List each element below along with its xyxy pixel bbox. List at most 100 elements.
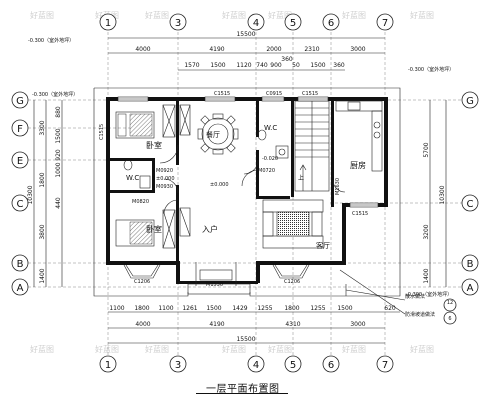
room-wc-1: W.C: [126, 174, 139, 182]
dimension: 3200: [423, 224, 430, 239]
callout-ref: 6: [448, 316, 451, 322]
wardrobes: [162, 104, 191, 249]
opening-labels: C1515 C1515 C0915 C1515 C1515 M0920 M093…: [99, 91, 368, 288]
watermark: 好蓝图: [268, 10, 292, 20]
axis-label: A: [467, 283, 474, 294]
dimension: 50: [292, 62, 300, 69]
axis-markers-left: G F E C B A: [11, 91, 29, 296]
level-note: -0.300（室外地坪）: [28, 37, 74, 44]
room-wc-2: W.C: [264, 124, 277, 132]
dimension: 1570: [184, 62, 199, 69]
dimension: 2000: [266, 46, 281, 53]
axis-label: C: [17, 199, 24, 210]
dimension: 3000: [350, 46, 365, 53]
detail-callouts: 散水做法 防滑坡道做法 12 6: [339, 269, 457, 325]
dimension-total: 15500: [236, 31, 255, 38]
window-label: C1515: [99, 124, 105, 140]
dimension: 900: [270, 62, 282, 69]
axis-label: B: [17, 259, 24, 270]
room-kitchen: 厨房: [350, 160, 366, 170]
callout-drain: 散水做法: [405, 293, 425, 300]
bed-2: [115, 219, 155, 247]
dimension: 360: [281, 56, 293, 63]
watermark: 好蓝图: [30, 10, 54, 20]
dimension: 1500: [210, 62, 225, 69]
dimension: 1100: [158, 305, 173, 312]
axis-markers-bottom: 1 3 4 5 6 7: [99, 355, 394, 373]
watermark: 好蓝图: [145, 344, 169, 354]
window-label: C1515: [302, 91, 318, 97]
axis-label: 6: [328, 360, 334, 371]
dimension-total: 15500: [236, 336, 255, 343]
dimension: 1400: [423, 268, 430, 283]
watermark: 好蓝图: [95, 344, 119, 354]
dimension: 3800: [39, 224, 46, 239]
watermark: 好蓝图: [222, 10, 246, 20]
dimension: 4310: [285, 321, 300, 328]
watermark-row-bottom: 好蓝图 好蓝图 好蓝图 好蓝图 好蓝图 好蓝图 好蓝图: [30, 344, 434, 354]
level-mark: ±0.000: [210, 182, 229, 188]
dimension: 1800: [284, 305, 299, 312]
window-label: C1206: [284, 279, 300, 285]
watermark: 好蓝图: [410, 344, 434, 354]
window-label: C1206: [134, 279, 150, 285]
axis-label: B: [467, 259, 474, 270]
axis-label: G: [16, 96, 24, 107]
window-label: C1515: [214, 91, 230, 97]
door-label: M0930: [156, 184, 173, 190]
dimension: 1261: [182, 305, 197, 312]
axis-label: 7: [382, 18, 388, 29]
dimension: 360: [333, 62, 345, 69]
dimension: 1120: [236, 62, 251, 69]
dimension: 1255: [310, 305, 325, 312]
dimension: 5700: [423, 142, 430, 157]
level-note: -0.300（室外地坪）: [406, 291, 452, 298]
bed-1: [115, 111, 155, 139]
room-bedroom-2: 卧室: [146, 224, 162, 234]
window-label: C0915: [266, 91, 282, 97]
dimension: 620: [384, 305, 396, 312]
dimension: 1400: [39, 268, 46, 283]
axis-label: C: [467, 199, 474, 210]
interior-walls: [106, 97, 334, 263]
dimension: 4000: [135, 321, 150, 328]
dimension: 1500: [337, 305, 352, 312]
dimension: 1255: [257, 305, 272, 312]
axis-label: 3: [175, 360, 181, 371]
watermark: 好蓝图: [145, 10, 169, 20]
door-label: M1530: [206, 282, 223, 288]
dimension: 920: [55, 149, 62, 161]
kitchen-counter: [335, 100, 383, 172]
callout-ramp: 防滑坡道做法: [405, 311, 435, 318]
dimension: 3300: [39, 120, 46, 135]
dimension: 1500: [55, 128, 62, 143]
dimension: 1500: [310, 62, 325, 69]
windows-top: [117, 96, 379, 208]
axis-label: 1: [105, 360, 111, 371]
wc-fixtures: [123, 129, 289, 189]
dimension: 740: [256, 62, 268, 69]
dimension: 440: [55, 197, 62, 209]
axis-label: 5: [290, 18, 296, 29]
room-living: 客厅: [316, 241, 330, 250]
dimension: 4190: [209, 321, 224, 328]
level-note: -0.300（室外地坪）: [408, 66, 454, 73]
dimension: 1429: [232, 305, 247, 312]
axis-label: 5: [290, 360, 296, 371]
axis-label: A: [17, 283, 24, 294]
level-note: -0.300（室外地坪）: [32, 91, 78, 98]
dimension-total: 10300: [439, 185, 446, 204]
door-label: M0920: [156, 168, 173, 174]
watermark: 好蓝图: [268, 344, 292, 354]
watermark: 好蓝图: [222, 344, 246, 354]
dimension: 1500: [206, 305, 221, 312]
axis-label: F: [17, 124, 23, 135]
axis-label: 4: [253, 360, 259, 371]
dimension: 1100: [109, 305, 124, 312]
watermark: 好蓝图: [342, 10, 366, 20]
door-label: M0720: [258, 168, 275, 174]
dimension: 1000: [55, 162, 62, 177]
dimension: 4000: [135, 46, 150, 53]
right-dimensions: 5700 3200 1400 10300 -0.300（室外地坪） -0.300…: [28, 37, 454, 298]
